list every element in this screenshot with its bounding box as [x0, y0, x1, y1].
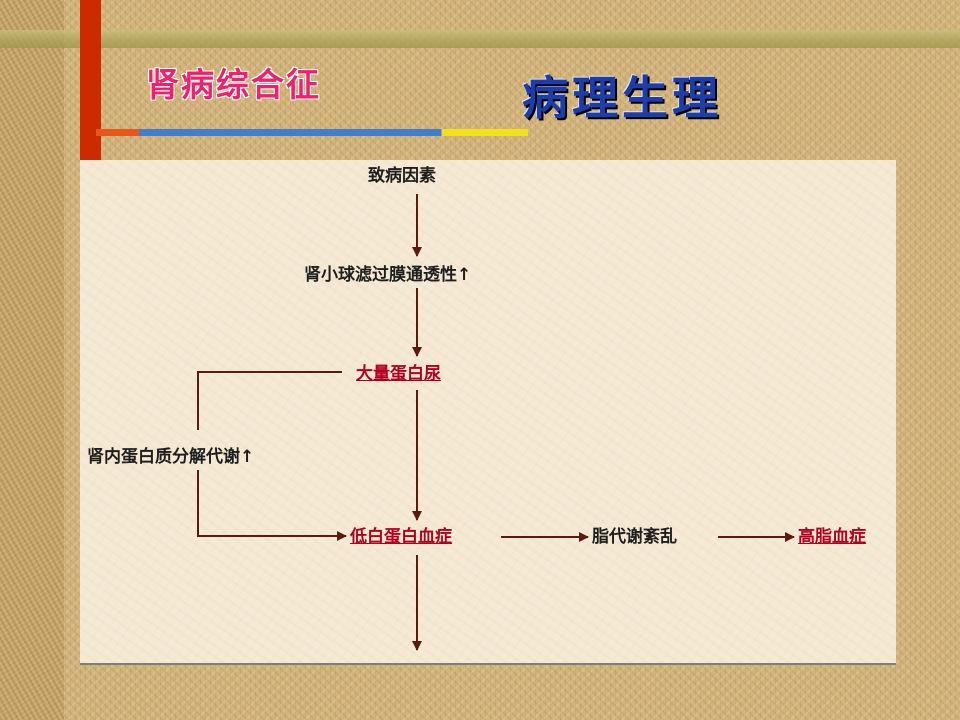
feedback-line-upper — [197, 371, 342, 430]
feedback-arrow-to-hypoalbuminemia — [197, 470, 347, 541]
node-hyperlipidemia: 高脂血症 — [798, 527, 866, 547]
node-lipid-disorder: 脂代谢紊乱 — [592, 527, 677, 547]
node-proteinuria: 大量蛋白尿 — [356, 364, 441, 384]
slide-subtitle: 病理生理 — [522, 71, 722, 125]
top-decorative-stripe — [0, 30, 960, 48]
node-catabolism: 肾内蛋白质分解代谢↑ — [87, 447, 255, 467]
title-underline — [96, 129, 528, 136]
node-cause: 致病因素 — [368, 166, 436, 186]
node-hypoalbuminemia: 低白蛋白血症 — [350, 527, 452, 547]
red-accent-bar — [80, 0, 101, 160]
left-texture-band — [0, 0, 64, 720]
flowchart-panel: 致病因素 肾小球滤过膜通透性↑ 大量蛋白尿 肾内蛋白质分解代谢↑ 低白蛋白血症 … — [80, 160, 896, 665]
node-permeability: 肾小球滤过膜通透性↑ — [304, 265, 472, 285]
flowchart-arrows — [197, 194, 795, 651]
slide-title: 肾病综合征 — [146, 65, 321, 104]
